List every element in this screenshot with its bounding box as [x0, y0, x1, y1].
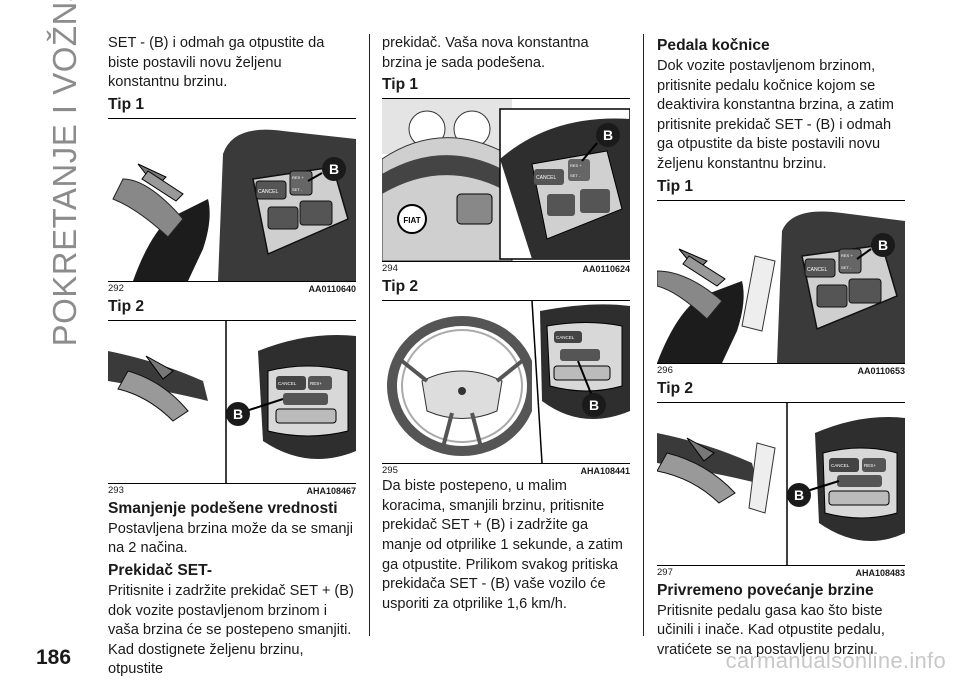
figure-297: CANCEL RES+ B: [657, 401, 905, 566]
subheading-tip-2: Tip 2: [108, 297, 145, 315]
watermark: carmanualsonline.info: [725, 648, 946, 673]
cancel-label: CANCEL: [807, 267, 828, 273]
page-number: 186: [36, 646, 72, 669]
figure-292: CANCEL RES + SET - B: [108, 117, 356, 282]
paragraph: SET - (B) i odmah ga otpustite da biste …: [108, 35, 325, 91]
column-divider: [369, 34, 370, 636]
subheading-tip-1: Tip 1: [382, 76, 419, 94]
figure-293: CANCEL RES+ B: [108, 319, 356, 484]
paragraph: Da biste postepeno, u malim koracima, sm…: [382, 478, 623, 612]
subheading-tip-2: Tip 2: [382, 278, 419, 296]
section-heading: Privremeno povećanje brzine: [657, 581, 874, 599]
paragraph: Postavljena brzina može da se smanji na …: [108, 520, 353, 557]
cancel-label: CANCEL: [278, 381, 297, 386]
figure-296: CANCEL RES + SET - B: [657, 199, 905, 364]
paragraph: prekidač. Vaša nova konstantna brzina je…: [382, 35, 589, 71]
column-divider: [643, 34, 644, 636]
chapter-title: POKRETANJE I VOŽNJA: [46, 0, 83, 347]
subheading-tip-1: Tip 1: [657, 177, 694, 195]
res-label: RES +: [292, 175, 304, 180]
column-1: SET - (B) i odmah ga otpustite da biste …: [108, 34, 356, 680]
cancel-label: CANCEL: [258, 189, 279, 195]
res-label: RES+: [310, 381, 322, 386]
column-2: prekidač. Vaša nova konstantna brzina je…: [382, 34, 630, 614]
set-label: SET -: [841, 265, 852, 270]
paragraph: Pritisnite i zadržite prekidač SET + (B)…: [108, 582, 354, 678]
res-label: RES +: [570, 163, 582, 168]
cancel-label: CANCEL: [536, 175, 557, 181]
callout-b: B: [878, 237, 888, 253]
callout-b: B: [233, 406, 243, 422]
subsection-heading: Prekidač SET-: [108, 561, 213, 579]
cancel-label: CANCEL: [831, 463, 850, 468]
figure-295: CANCEL B: [382, 300, 630, 465]
set-label: SET -: [292, 187, 303, 192]
section-heading: Smanjenje podešene vrednosti: [108, 499, 338, 517]
paragraph: Pritisnite pedalu gasa kao što biste uči…: [657, 602, 885, 658]
set-label: SET -: [570, 173, 581, 178]
subheading-tip-1: Tip 1: [108, 95, 145, 113]
subheading-tip-2: Tip 2: [657, 379, 694, 397]
callout-b: B: [589, 397, 599, 413]
res-label: RES+: [864, 463, 876, 468]
figure-294: FIAT CANCEL RES + SET - B: [382, 98, 630, 263]
cancel-label: CANCEL: [556, 335, 575, 340]
res-label: RES +: [841, 253, 853, 258]
callout-b: B: [329, 161, 339, 177]
callout-b: B: [603, 127, 613, 143]
section-heading: Pedala kočnice: [657, 37, 770, 54]
brand-logo: FIAT: [403, 216, 420, 225]
callout-b: B: [794, 487, 804, 503]
paragraph: Dok vozite postavljenom brzinom, pritisn…: [657, 58, 894, 172]
column-3: Pedala kočnice Dok vozite postavljenom b…: [657, 34, 905, 660]
